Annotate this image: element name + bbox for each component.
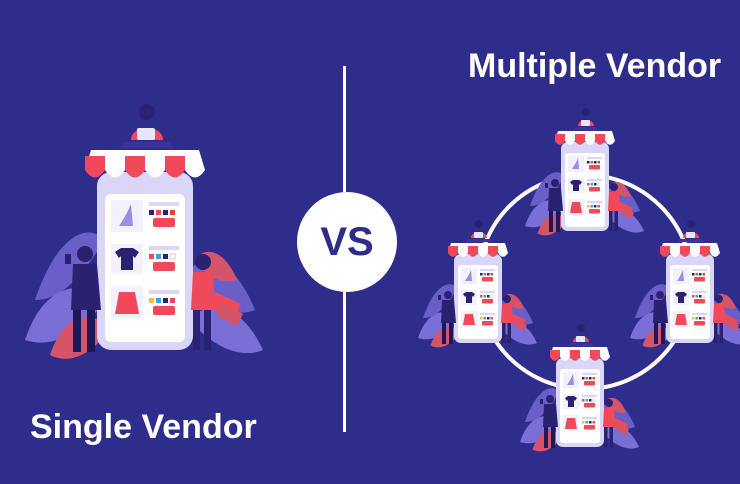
multiple-vendor-title: Multiple Vendor [468,47,722,85]
buy-label: BUY [156,279,172,286]
vendor-store-right [629,219,740,348]
buy-label: BUY [156,235,172,242]
vs-badge: VS [297,192,397,292]
divider-line [343,292,346,432]
vendor-store-bottom [519,323,640,452]
buy-label: BUY [156,323,172,330]
divider-line [343,66,346,192]
vendor-store-left [417,219,538,348]
vs-label: VS [320,219,374,264]
vendor-store-top [524,107,645,236]
single-vendor-title: Single Vendor [30,408,257,446]
single-vendor-illustration [24,103,264,360]
